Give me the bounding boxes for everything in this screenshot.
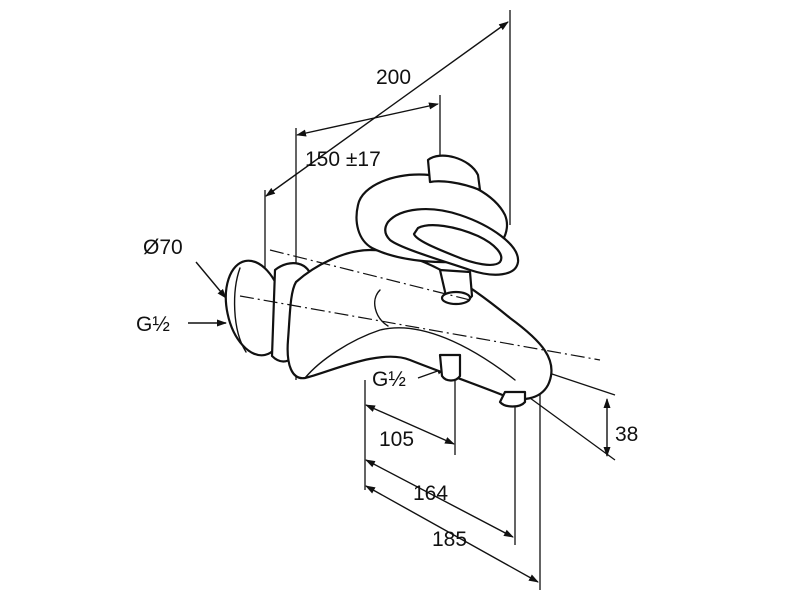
leader-diameter: [195, 261, 227, 299]
dimension-lines: [188, 21, 611, 583]
label-rosette-diameter: Ø70: [143, 236, 183, 259]
dimension-labels: 200 150 ±17 Ø70 G½ G½ 105 164 185 38: [136, 66, 638, 551]
label-spout-projection-outlet: 164: [413, 482, 448, 505]
dim-line-105: [365, 404, 455, 445]
dim-line-185: [365, 485, 539, 583]
label-outlet-offset: 105: [379, 428, 414, 451]
mixer-tap-drawing: [224, 154, 601, 408]
dim-line-150: [296, 102, 439, 137]
label-inlet-thread: G½: [136, 313, 170, 336]
outlet-nipple: [498, 390, 527, 408]
bottom-outlet: [438, 353, 462, 382]
label-centre-distance: 150 ±17: [305, 148, 381, 171]
label-overall-width: 200: [376, 66, 411, 89]
label-spout-height: 38: [615, 423, 638, 446]
label-outlet-thread: G½: [372, 368, 406, 391]
label-spout-projection-total: 185: [432, 528, 467, 551]
lever-handle-opening: [412, 224, 503, 266]
